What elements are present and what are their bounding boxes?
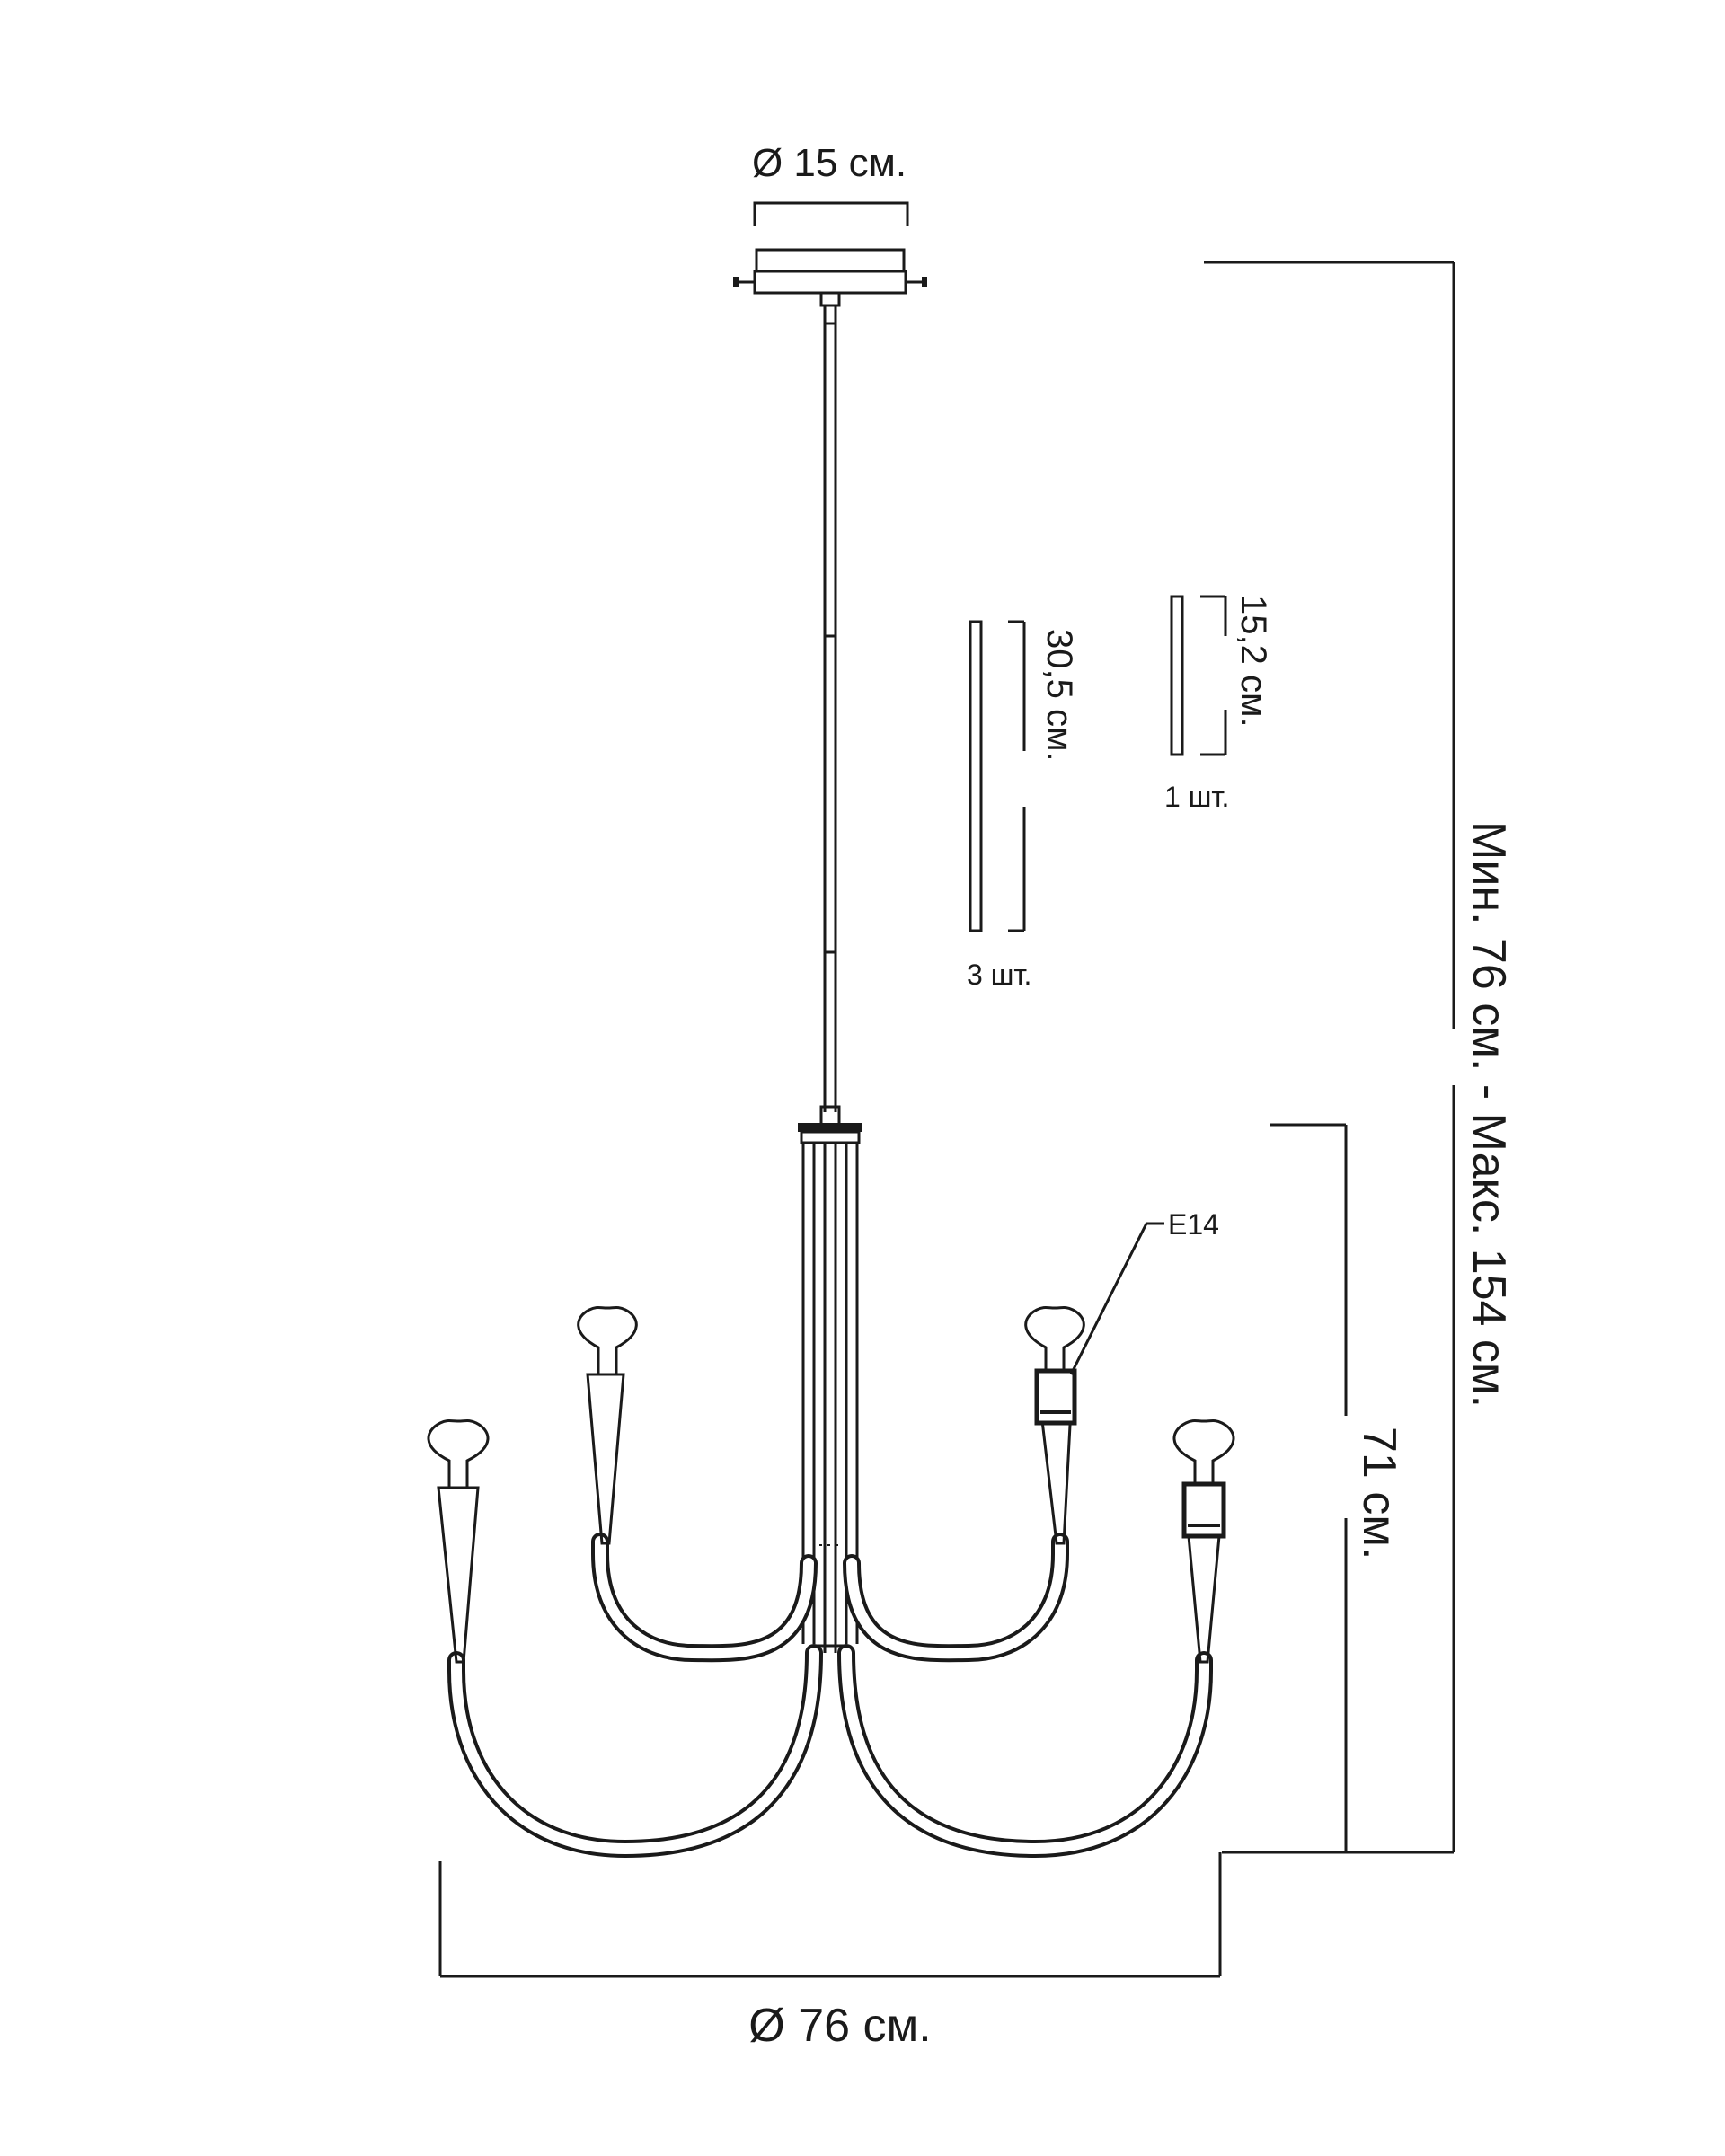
light-inner-left	[577, 1306, 638, 1545]
extension-rod-long-quantity: 3 шт.	[967, 959, 1031, 991]
light-outer-right	[1172, 1419, 1235, 1664]
canopy-diameter-label: Ø 15 см.	[752, 141, 907, 185]
body-diameter-label: Ø 76 см.	[748, 2000, 931, 2052]
extension-rod-short	[1170, 595, 1227, 756]
total-height-label: Мин. 76 см. - Макс. 154 см.	[1463, 821, 1515, 1408]
arm-outer-right	[837, 1644, 1213, 1859]
extension-rod-short-length: 15,2 см.	[1234, 595, 1273, 728]
light-inner-right	[1024, 1306, 1085, 1545]
body-height-label: 71 см.	[1353, 1427, 1405, 1560]
body-diameter-dimension	[438, 1852, 1222, 1978]
extension-rod-short-quantity: 1 шт.	[1164, 781, 1229, 813]
light-outer-left	[427, 1419, 490, 1664]
socket-type-label: E14	[1168, 1208, 1219, 1241]
total-height-dimension	[1204, 261, 1455, 1854]
arm-inner-right	[843, 1533, 1069, 1663]
arm-outer-left	[447, 1644, 823, 1859]
socket-callout-leader	[1069, 1223, 1148, 1375]
canopy	[733, 201, 927, 325]
extension-rod-long-length: 30,5 см.	[1039, 629, 1079, 762]
extension-rod-long	[969, 620, 1026, 932]
body-height-dimension	[1270, 1123, 1348, 1852]
arm-inner-left	[591, 1533, 818, 1663]
suspension-rod	[819, 323, 841, 1127]
